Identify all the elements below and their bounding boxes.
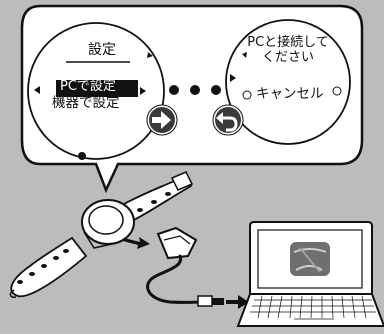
app-logo-icon [290,242,330,276]
option-pc-setting: PCで設定 [60,79,116,94]
arrow-to-cradle-icon [123,237,150,249]
laptop-keys [250,295,376,320]
cancel-option: キャンセル [256,86,324,102]
scroll-bottom-indicator [78,152,86,160]
watch-screen-connect [225,19,351,145]
scroll-indicator-top [242,52,247,58]
laptop-icon [236,221,384,327]
return-icon [212,104,244,136]
radio-left [242,90,252,100]
scroll-up-indicator [147,52,153,58]
watch-band [9,171,194,298]
connect-pc-message: PCと接続してください [247,35,329,65]
scroll-indicator [230,74,236,82]
transition-dots [169,85,221,95]
selected-option-highlight [56,80,138,97]
scroll-right-indicator [140,87,146,95]
arrow-right-icon [146,104,178,136]
scroll-left-indicator [34,86,40,94]
settings-title: 設定 [88,42,116,58]
usb-plug-icon [197,295,224,307]
charging-cradle [156,226,198,260]
laptop-keyboard-base [236,293,384,327]
arrow-to-laptop-icon [226,295,249,309]
radio-right [332,86,342,96]
smartwatch [81,199,135,249]
usb-cable [146,254,202,304]
option-device-setting: 機器で設定 [52,95,120,111]
